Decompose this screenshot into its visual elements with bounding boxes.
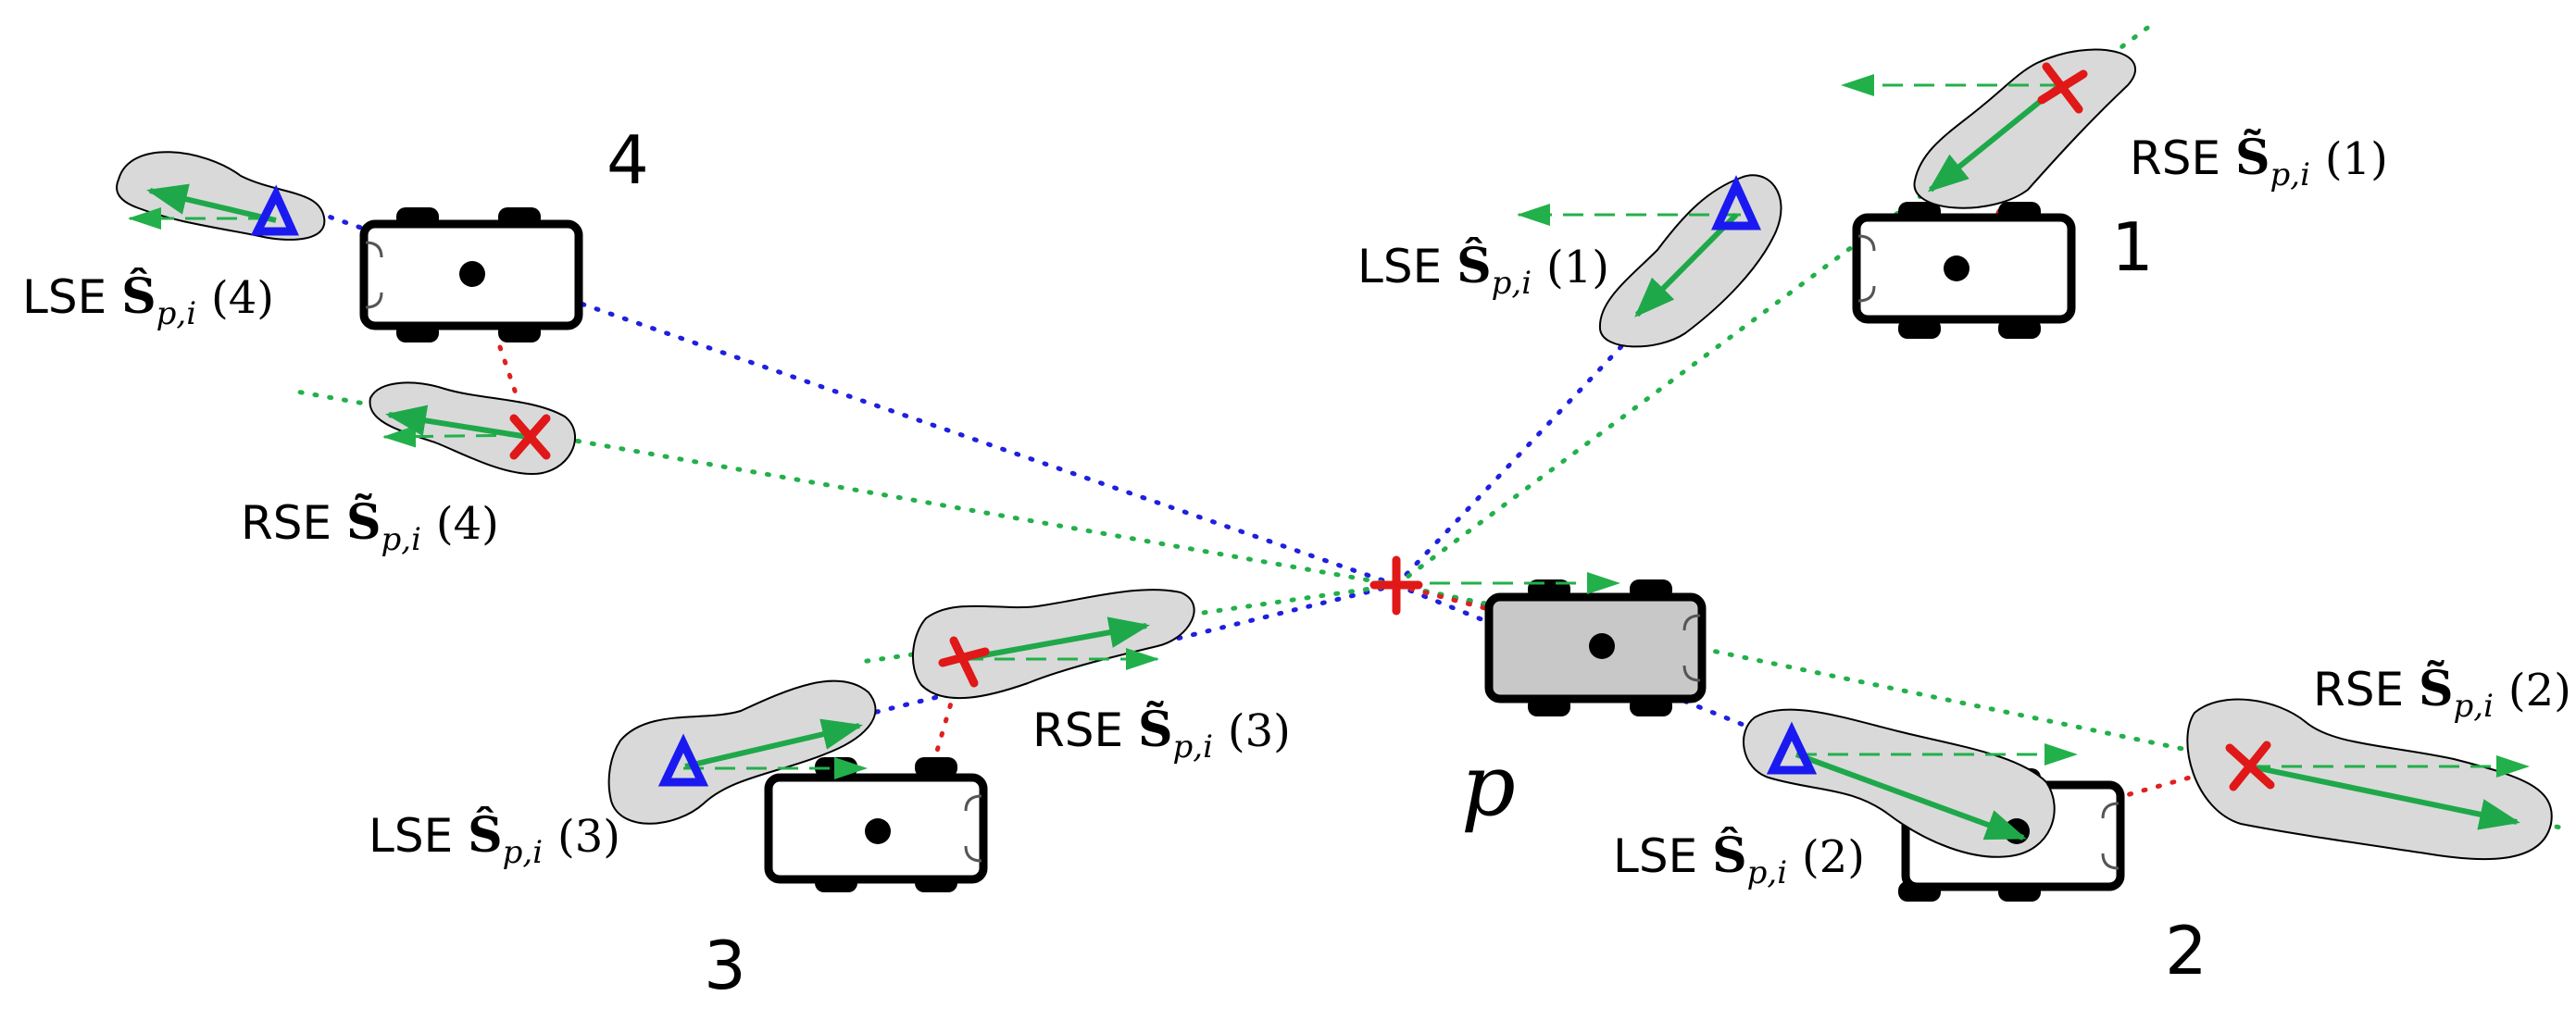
- rse-4-region: [369, 381, 576, 476]
- vehicle-p: [1484, 579, 1707, 716]
- vehicle-3: [764, 757, 988, 892]
- x-cross-icon: [509, 414, 551, 460]
- rse-2-region: [2186, 698, 2553, 861]
- vehicle-1: [1852, 202, 2076, 339]
- vehicle-2-number: 2: [2165, 912, 2207, 990]
- rse-3-region: [911, 589, 1195, 700]
- triangle-icon: [250, 184, 299, 236]
- triangle-icon: [657, 733, 709, 787]
- rse-3-label: RSE S̃p,i (3): [1032, 702, 1291, 768]
- x-cross-icon: [938, 636, 990, 688]
- lse-3-label: LSE Ŝp,i (3): [369, 806, 620, 874]
- rse-2-label: RSE S̃p,i (2): [2313, 661, 2571, 728]
- plus-cross-icon: [1369, 555, 1423, 616]
- vehicle-1-number: 1: [2111, 208, 2154, 286]
- x-cross-icon: [2225, 741, 2275, 791]
- vehicle-3-number: 3: [704, 927, 746, 1004]
- lse-3-region: [607, 679, 877, 825]
- rse-1-region: [1841, 48, 2136, 209]
- lse-2-label: LSE Ŝp,i (2): [1613, 827, 1865, 894]
- rse-4-label: RSE S̃p,i (4): [241, 494, 499, 561]
- x-cross-icon: [2037, 62, 2088, 114]
- lse-4-label: LSE Ŝp,i (4): [22, 268, 274, 335]
- vehicle-p-label: p: [1461, 736, 1516, 835]
- rse-1-label: RSE S̃p,i (1): [2130, 130, 2388, 196]
- triangle-icon: [1711, 175, 1761, 230]
- lse-4-region: [116, 151, 326, 241]
- vehicle-4-number: 4: [606, 121, 649, 199]
- lse-1-region: [1517, 174, 1782, 348]
- lse-1-label: LSE Ŝp,i (1): [1357, 237, 1609, 305]
- triangle-icon: [1766, 721, 1818, 775]
- vehicle-4: [359, 207, 583, 342]
- lse-2-region: [1743, 708, 2078, 858]
